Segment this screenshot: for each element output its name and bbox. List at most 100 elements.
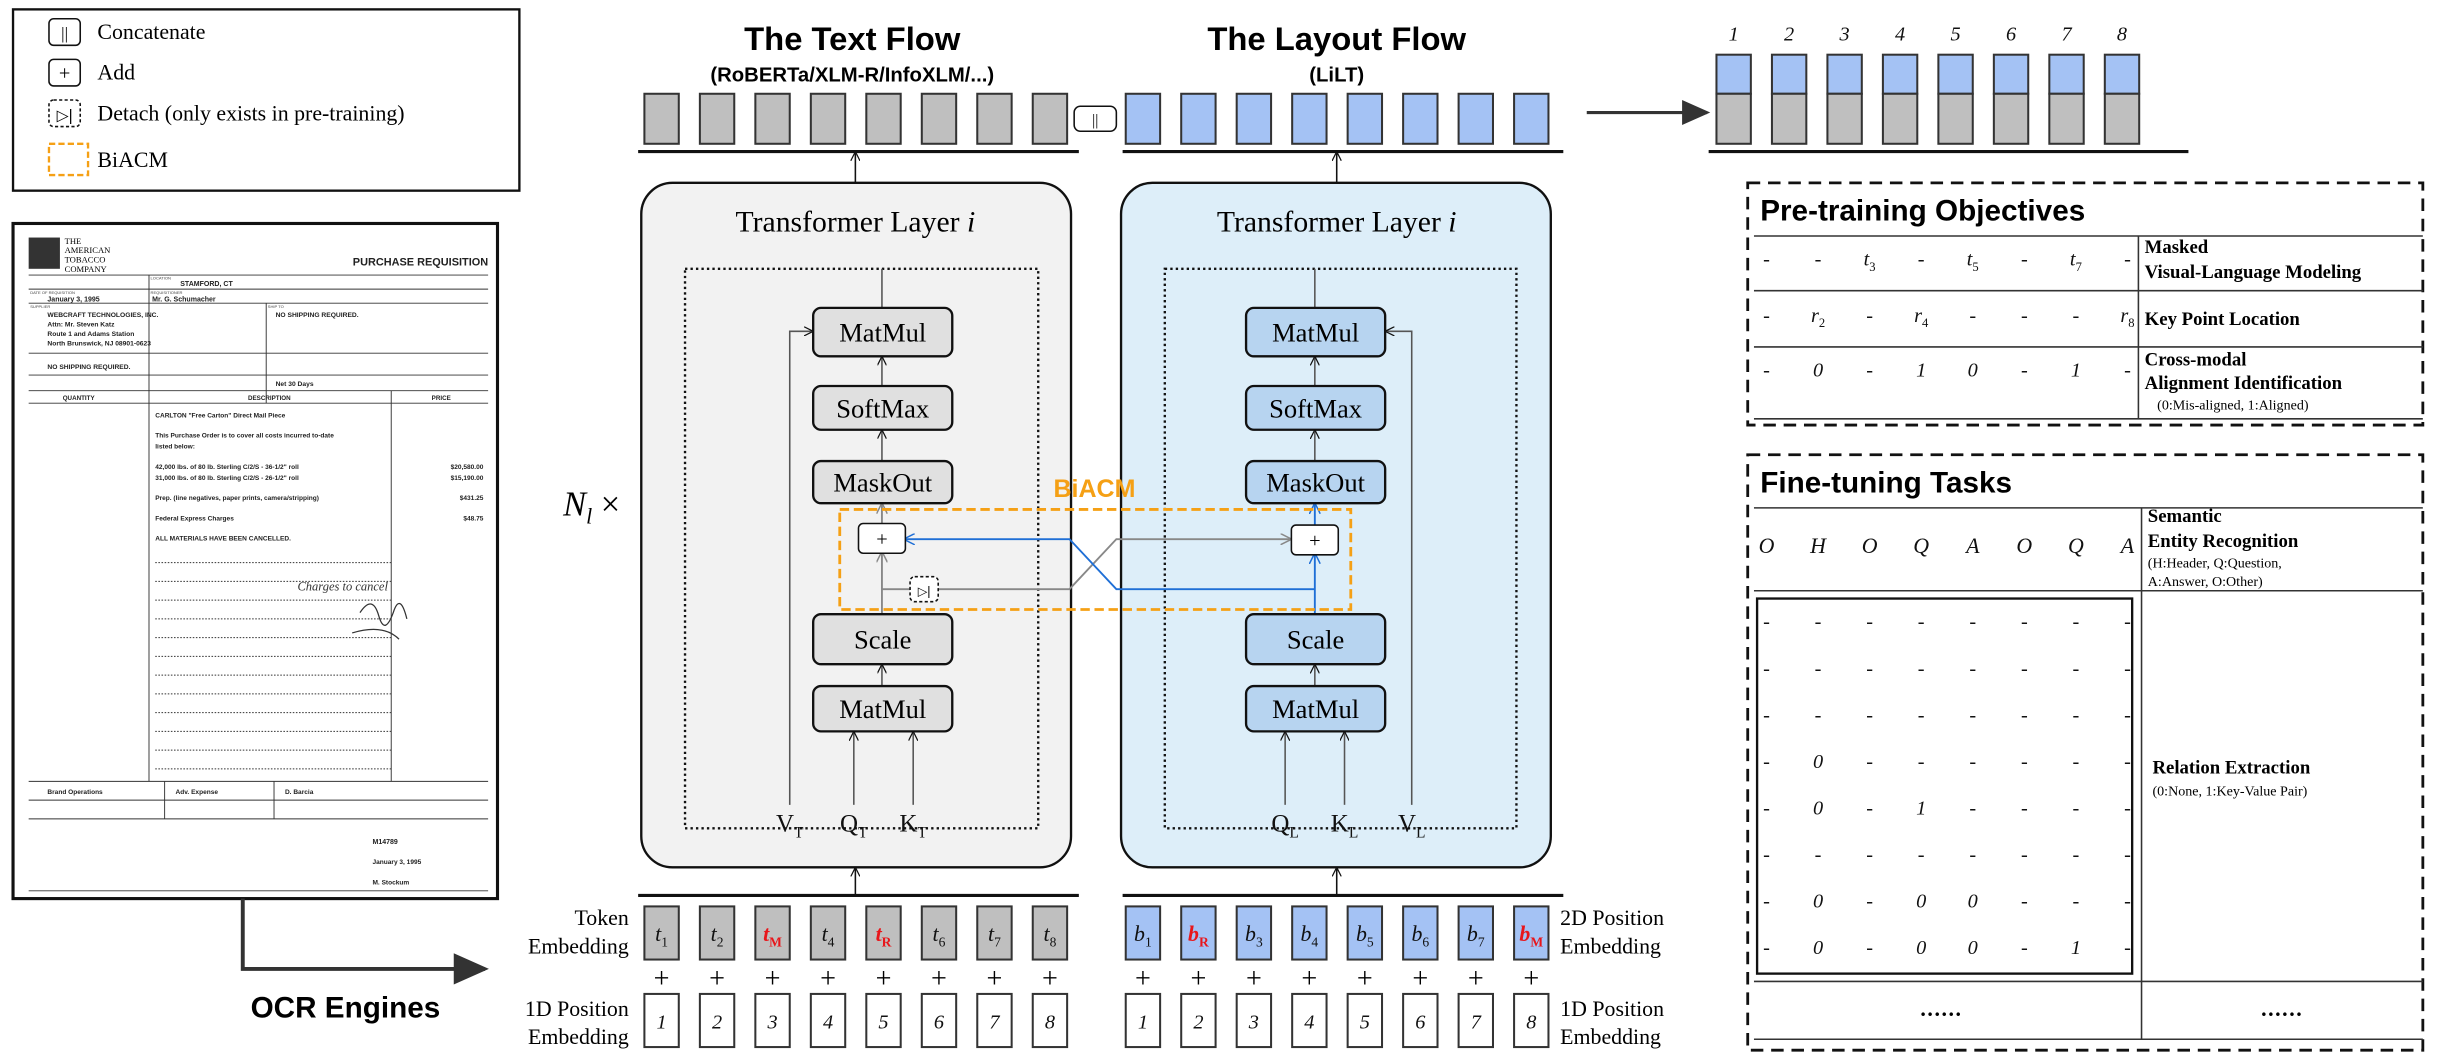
concatenated-text-part [1992, 92, 2030, 145]
2d-position-value: b3 [1245, 922, 1263, 949]
concatenate-icon [1073, 105, 1118, 133]
output-index: 8 [2117, 24, 2127, 46]
pretraining-cell: - [2021, 360, 2028, 382]
department-value: Brand Operations [47, 789, 103, 796]
legend-item-biacm: BiACM [47, 142, 168, 177]
line-item: Federal Express Charges [155, 515, 234, 522]
legend-label: BiACM [97, 148, 167, 172]
relation-matrix-cell: - [1763, 611, 1770, 633]
2d-position-value: b7 [1467, 922, 1485, 949]
relation-matrix-cell: - [2124, 937, 2131, 959]
supplier-line: North Brunswick, NJ 08901-0623 [47, 340, 151, 347]
field-label: LOCATION [151, 276, 171, 281]
pretraining-cell: - [1763, 360, 1770, 382]
supplier-line: WEBCRAFT TECHNOLOGIES, INC. [47, 312, 158, 319]
relation-matrix-cell: 0 [1813, 891, 1823, 913]
pretraining-cell: t7 [2070, 249, 2082, 274]
output-index: 4 [1895, 24, 1905, 46]
relation-matrix-cell: 1 [2071, 937, 2081, 959]
relation-matrix-cell: - [1918, 704, 1925, 726]
token-embedding-value: t2 [711, 922, 724, 949]
1d-position-value: 5 [878, 1011, 888, 1033]
relation-matrix-cell: - [2021, 704, 2028, 726]
1d-position-value: 8 [1045, 1011, 1055, 1033]
relation-matrix-cell: - [1866, 704, 1873, 726]
relation-matrix-cell: 0 [1813, 937, 1823, 959]
1d-position-box [1291, 992, 1328, 1049]
1d-position-box [1031, 992, 1069, 1049]
1d-position-value: 3 [1248, 1011, 1259, 1033]
pretraining-cell: - [1866, 305, 1873, 327]
2d-position-box [1180, 905, 1217, 961]
concatenated-layout-part [1937, 53, 1974, 95]
1d-position-box [1180, 992, 1217, 1049]
ocr-arrow [240, 898, 489, 985]
relation-matrix-cell: - [1969, 844, 1976, 866]
layout-flow-title: The Layout Flow [1207, 20, 1466, 57]
token-embedding-value: t7 [988, 922, 1001, 949]
1d-position-box [976, 992, 1013, 1049]
pretraining-cell: - [1866, 360, 1873, 382]
output-index: 5 [1950, 24, 1960, 46]
1d-position-box [1124, 992, 1162, 1049]
relation-matrix-cell: - [1763, 704, 1770, 726]
1d-position-box [1513, 992, 1550, 1049]
1d-position-value: 6 [934, 1011, 945, 1033]
relation-matrix-cell: - [2021, 798, 2028, 820]
po-number: M14789 [372, 839, 397, 846]
line-price: $48.75 [463, 515, 483, 522]
pretraining-cell: - [2124, 360, 2131, 382]
text-transformer-layer: Transformer Layer i [640, 181, 1073, 869]
biacm-box [838, 508, 1353, 611]
pretraining-cell: 0 [1813, 360, 1823, 382]
plus-sign: + [1190, 964, 1206, 995]
ellipsis: ...... [2261, 997, 2303, 1021]
pretraining-cell: r8 [2120, 305, 2134, 330]
legend-label: Concatenate [97, 20, 205, 44]
company-logo-icon [28, 237, 60, 269]
relation-matrix-cell: - [2021, 891, 2028, 913]
2d-position-box [1346, 905, 1384, 961]
ser-label-cell: Q [1913, 534, 1929, 558]
1d-position-value: 6 [1415, 1011, 1426, 1033]
relation-matrix-cell: - [2124, 844, 2131, 866]
token-embedding-value: t8 [1044, 922, 1057, 949]
block-frame [1244, 459, 1387, 505]
1d-position-value: 7 [1471, 1011, 1482, 1033]
text-add-icon [857, 522, 907, 555]
1d-position-box [1346, 992, 1384, 1049]
2d-position-box [1402, 905, 1439, 961]
2d-position-box [1291, 905, 1328, 961]
concatenated-layout-part [1992, 53, 2030, 95]
relation-matrix-cell: - [2021, 658, 2028, 680]
layout-flow-scale-block: Scale [1244, 612, 1387, 666]
block-frame [1244, 306, 1387, 358]
plus-sign: + [987, 964, 1003, 995]
pretraining-cell: r2 [1811, 305, 1825, 330]
task-note: A:Answer, O:Other) [2148, 574, 2263, 590]
block-label: MaskOut [833, 467, 932, 497]
pretraining-panel: Pre-training Objectives Masked Visual-La… [1746, 181, 2425, 427]
terms-value: Net 30 Days [276, 381, 314, 388]
relation-matrix-cell: - [1866, 798, 1873, 820]
relation-matrix-cell: - [1763, 751, 1770, 773]
1d-position-value: 1 [657, 1011, 667, 1033]
plus-sign: + [1357, 964, 1373, 995]
plus-sign: + [765, 964, 781, 995]
line-item: ALL MATERIALS HAVE BEEN CANCELLED. [155, 536, 291, 543]
pretraining-cell: 1 [1916, 360, 1926, 382]
objective-label: Cross-modal [2145, 350, 2247, 371]
plus-sign: + [1412, 964, 1428, 995]
line-item: Prep. (line negatives, paper prints, cam… [155, 495, 319, 502]
relation-matrix-cell: - [1815, 844, 1822, 866]
1d-position-value: 4 [1304, 1011, 1314, 1033]
token-embedding-box [920, 905, 958, 961]
ser-label-cell: A [1964, 534, 1980, 558]
add-icon [48, 58, 82, 87]
concatenated-text-part [2048, 92, 2085, 145]
relation-matrix-cell: - [2073, 704, 2080, 726]
relation-matrix-cell: - [1815, 658, 1822, 680]
ship-to-value: NO SHIPPING REQUIRED. [276, 312, 359, 319]
2d-position-box [1457, 905, 1495, 961]
detach-symbol: ▷| [918, 584, 931, 598]
